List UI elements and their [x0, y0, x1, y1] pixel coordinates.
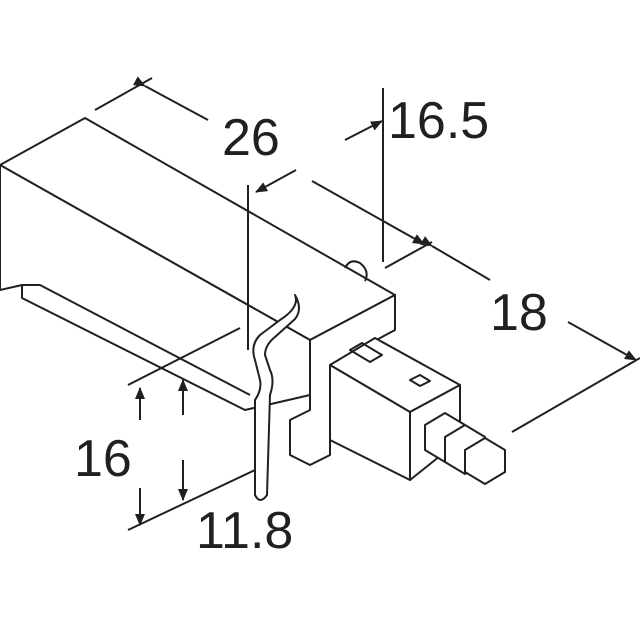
dimension-label-height: 16: [74, 430, 132, 488]
dimension-label-length: 26: [222, 109, 280, 167]
dimension-lines: [94, 76, 640, 531]
dimension-label-plunger-offset: 16.5: [388, 92, 489, 150]
dimension-label-bracket-height: 11.8: [196, 502, 293, 560]
mounting-bracket: [252, 294, 300, 501]
dimension-label-plunger-length: 18: [490, 284, 548, 342]
plunger-buttons: [424, 412, 506, 485]
switch-body: [0, 117, 396, 466]
